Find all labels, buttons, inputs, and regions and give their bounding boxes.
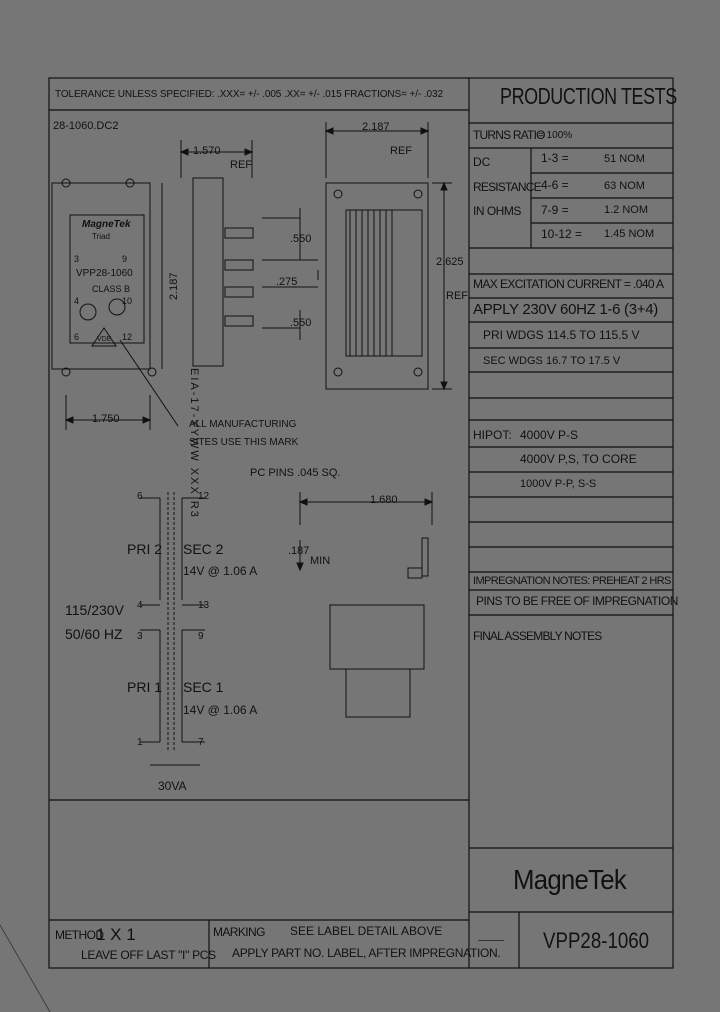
turns-ratio-value: = 100% — [538, 130, 573, 141]
max-excitation: MAX EXCITATION CURRENT = .040 A — [473, 277, 664, 291]
dim-pin-spacing-1: .550 — [290, 233, 312, 245]
dim-right-ref: REF — [446, 290, 468, 302]
marking-note-2: APPLY PART NO. LABEL, AFTER IMPREGNATION… — [232, 946, 501, 960]
resistance-pins-3: 7-9 = — [541, 203, 569, 217]
resistance-value-2: 63 NOM — [604, 180, 645, 192]
dim-front-height: 2.187 — [168, 272, 180, 300]
resistance-value-4: 1.45 NOM — [604, 228, 655, 240]
manufacturing-note-1: ALL MANUFACTURING — [189, 419, 297, 430]
hipot-label: HIPOT: — [473, 428, 512, 442]
marking-label: MARKING — [213, 925, 265, 939]
schematic-pin-3: 3 — [137, 631, 143, 642]
label-part: VPP28-1060 — [76, 268, 133, 279]
sec1-rating: 14V @ 1.06 A — [183, 703, 258, 717]
impregnation-note-1: IMPREGNATION NOTES: PREHEAT 2 HRS — [473, 575, 671, 587]
dim-pin-min: .187 — [288, 545, 310, 557]
schematic-pin-13: 13 — [198, 600, 210, 611]
ul-mark-icon — [79, 303, 97, 321]
dim-right-height: 2.625 — [436, 256, 464, 268]
dim-side-width: 1.570 — [193, 145, 221, 157]
sec1-label: SEC 1 — [183, 679, 224, 695]
resistance-pins-4: 10-12 = — [541, 227, 583, 241]
dim-top-width: 2.187 — [362, 121, 390, 133]
pri-wdgs: PRI WDGS 114.5 TO 115.5 V — [483, 328, 640, 342]
resistance-value-3: 1.2 NOM — [604, 204, 649, 216]
drawing-number: 28-1060.DC2 — [53, 120, 119, 132]
vde-label: VDE — [97, 336, 112, 343]
method-note: LEAVE OFF LAST "I" PCS — [81, 948, 216, 962]
winding-schematic — [140, 492, 434, 766]
label-brand: MagneTek — [82, 219, 131, 230]
front-view-outline — [51, 182, 151, 370]
schematic-pin-4: 4 — [137, 600, 143, 611]
hipot-1: 4000V P-S — [520, 428, 579, 442]
pc-pins-note: PC PINS .045 SQ. — [250, 467, 341, 479]
schematic-pin-12: 12 — [198, 491, 210, 502]
sec2-label: SEC 2 — [183, 541, 224, 557]
hipot-3: 1000V P-P, S-S — [520, 478, 597, 490]
power-rating: 30VA — [158, 779, 187, 793]
hipot-2: 4000V P,S, TO CORE — [520, 452, 637, 466]
resistance-pins-2: 4-6 = — [541, 178, 569, 192]
dim-bottom-width: 1.750 — [92, 413, 120, 425]
label-class: CLASS B — [92, 284, 131, 294]
sec2-rating: 14V @ 1.06 A — [183, 564, 258, 578]
part-divider-mark — [478, 940, 504, 941]
manufacturing-note-2: SITES USE THIS MARK — [189, 437, 299, 448]
dim-pin-spacing-3: .550 — [290, 317, 312, 329]
dim-side-ref: REF — [230, 159, 252, 171]
final-assembly-notes: FINAL ASSEMBLY NOTES — [473, 629, 602, 643]
label-pin-10: 10 — [122, 296, 133, 306]
dim-top-ref: REF — [390, 145, 412, 157]
label-sub: Triad — [92, 232, 110, 241]
resistance-label: RESISTANCE — [473, 180, 542, 194]
label-pin-3: 3 — [74, 254, 80, 264]
turns-ratio-label: TURNS RATIO — [473, 128, 545, 142]
voltage-label: 115/230V — [65, 602, 124, 618]
impregnation-note-2: PINS TO BE FREE OF IMPREGNATION — [476, 594, 678, 608]
dim-pin-length: 1.680 — [370, 494, 398, 506]
side-view-outline — [192, 177, 224, 367]
csa-mark-icon — [108, 298, 126, 316]
frequency-label: 50/60 HZ — [65, 626, 123, 642]
apply-test: APPLY 230V 60HZ 1-6 (3+4) — [473, 301, 658, 318]
pri1-label: PRI 1 — [127, 679, 163, 695]
label-pin-12: 12 — [122, 332, 133, 342]
label-pin-4: 4 — [74, 296, 80, 306]
schematic-pin-9: 9 — [198, 631, 204, 642]
pri2-label: PRI 2 — [127, 541, 163, 557]
schematic-pin-1: 1 — [137, 737, 143, 748]
label-pin-9: 9 — [122, 254, 128, 264]
end-view-outline — [325, 182, 429, 390]
schematic-pin-6: 6 — [137, 491, 143, 502]
method-value: 1 X 1 — [96, 925, 136, 944]
dim-min-label: MIN — [310, 555, 331, 567]
mechanical-drawing — [51, 122, 452, 430]
resistance-value-1: 51 NOM — [604, 153, 645, 165]
label-pin-6: 6 — [74, 332, 80, 342]
dim-pin-spacing-2: .275 — [276, 276, 298, 288]
part-number: VPP28-1060 — [543, 928, 650, 953]
company-name: MagneTek — [513, 864, 627, 895]
product-label — [69, 214, 145, 344]
method-label: METHOD — [55, 928, 104, 942]
vde-triangle-icon — [91, 327, 117, 347]
production-title: PRODUCTION TESTS — [500, 83, 677, 109]
dc-label: DC — [473, 155, 491, 169]
tolerance-note: TOLERANCE UNLESS SPECIFIED: .XXX= +/- .0… — [55, 89, 443, 100]
resistance-pins-1: 1-3 = — [541, 151, 569, 165]
in-ohms-label: IN OHMS — [473, 204, 521, 218]
schematic-pin-7: 7 — [198, 737, 204, 748]
marking-note-1: SEE LABEL DETAIL ABOVE — [290, 924, 443, 938]
sec-wdgs: SEC WDGS 16.7 TO 17.5 V — [483, 355, 621, 367]
